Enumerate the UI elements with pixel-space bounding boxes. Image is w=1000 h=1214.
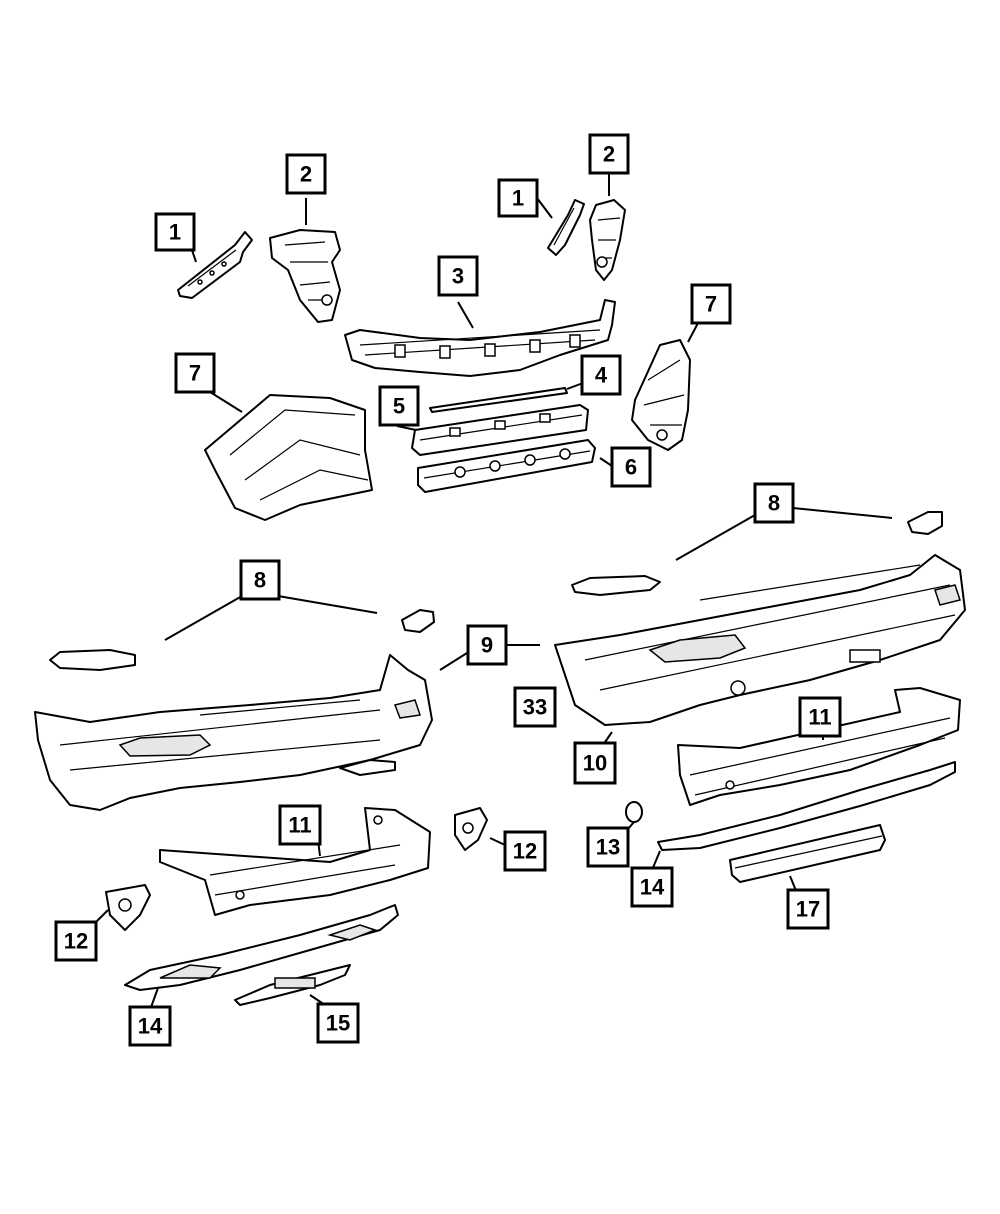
callout-label: 8 [254,568,266,593]
callout-label: 2 [603,142,615,167]
callout-label: 4 [595,363,608,388]
callout-1-left: 1 [154,212,196,252]
callout-4: 4 [580,354,622,396]
callout-label: 5 [393,394,405,419]
callout-33: 33 [513,686,557,728]
callout-12-right: 12 [503,830,547,872]
part-8-right-reflector [571,575,661,596]
callout-2-right: 2 [588,133,630,175]
part-14-right-valance [657,761,956,851]
part-3-reinforcement-beam [344,299,616,377]
callout-15: 15 [316,1002,360,1044]
part-2-right-bracket [589,199,626,281]
callout-2-left: 2 [285,153,327,195]
callout-11-left: 11 [278,804,322,846]
callout-12-left: 12 [54,920,98,962]
part-5-absorber [411,404,589,456]
part-8-left-reflector [49,649,136,671]
part-12-right-plate [454,807,488,851]
callout-label: 15 [326,1011,350,1036]
part-14-left-valance [124,904,399,991]
part-7-left-corner [204,394,373,521]
callout-label: 10 [583,751,607,776]
part-1-right-bracket [547,199,585,256]
leader-lines [96,173,893,1011]
part-11-right-crossmember [677,687,961,806]
callout-13: 13 [586,826,630,868]
callout-label: 14 [640,875,665,900]
part-13-cap [625,801,643,823]
callout-6: 6 [610,446,652,488]
callout-label: 7 [705,292,717,317]
callout-label: 3 [452,264,464,289]
part-7-right-bracket [631,339,691,451]
callout-5: 5 [378,385,420,427]
callout-1-right: 1 [497,178,539,218]
callout-label: 8 [768,491,780,516]
part-4-strip [429,387,568,413]
callout-14-right: 14 [630,866,674,908]
callout-label: 1 [512,186,524,211]
callout-label: 14 [138,1014,163,1039]
part-6-absorber [417,439,596,493]
part-8-left-reflector-small [401,609,435,633]
callout-14-left: 14 [128,1005,172,1047]
callout-label: 2 [300,162,312,187]
callout-17: 17 [786,888,830,930]
callout-label: 17 [796,897,820,922]
callout-3: 3 [437,255,479,297]
callout-label: 12 [64,929,88,954]
callout-label: 9 [481,633,493,658]
callout-label: 33 [523,695,547,720]
callout-8-left: 8 [239,559,281,601]
callout-label: 6 [625,455,637,480]
callout-label: 11 [288,813,311,838]
part-10-right-fascia [554,554,966,726]
part-8-right-reflector-small [907,511,943,535]
callout-label: 13 [596,835,620,860]
part-2-left-bracket [269,229,341,323]
callout-label: 1 [169,220,181,245]
callout-8-right: 8 [753,482,795,524]
callout-label: 11 [808,705,831,730]
callout-9: 9 [466,624,508,666]
part-17-step-plate [729,824,886,883]
part-12-left-plate [105,884,151,931]
callout-7-right: 7 [690,283,732,325]
part-9-left-fascia [34,654,433,811]
part-15-skid-plate [234,964,351,1006]
callout-label: 12 [513,839,537,864]
part-1-left-bracket [177,231,253,299]
callout-label: 7 [189,361,201,386]
callout-11-right: 11 [798,696,842,738]
callout-7-left: 7 [174,352,216,394]
callout-10: 10 [573,741,617,785]
part-11-left-crossmember [159,807,431,916]
